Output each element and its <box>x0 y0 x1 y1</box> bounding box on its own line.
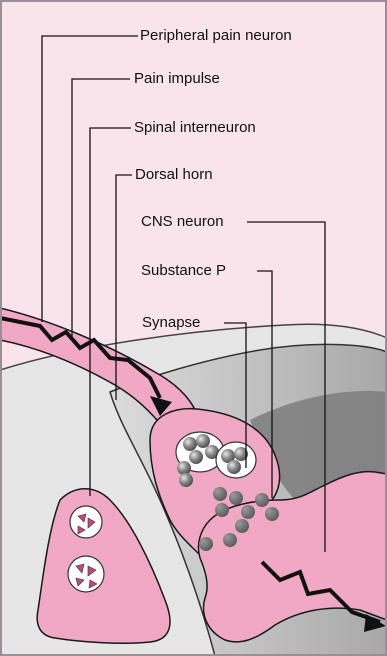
label-cns-neuron: CNS neuron <box>141 213 224 231</box>
label-peripheral-pain-neuron: Peripheral pain neuron <box>140 27 292 45</box>
label-pain-impulse: Pain impulse <box>134 70 220 88</box>
label-dorsal-horn: Dorsal horn <box>135 166 213 184</box>
label-spinal-interneuron: Spinal interneuron <box>134 119 256 137</box>
label-substance-p: Substance P <box>141 262 226 280</box>
label-synapse: Synapse <box>142 314 200 332</box>
